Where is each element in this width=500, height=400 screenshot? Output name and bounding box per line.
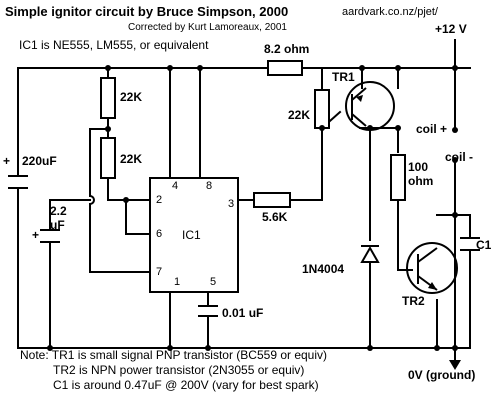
label-22k-bottom: 22K xyxy=(120,152,143,166)
pin-1-label: 1 xyxy=(174,276,181,288)
label-2-2-value: 2.2 xyxy=(50,204,67,218)
tr2-emitter-arrow xyxy=(428,282,437,290)
transistor-tr2 xyxy=(406,242,458,294)
note-line-3: C1 is around 0.47uF @ 200V (vary for bes… xyxy=(53,378,319,392)
pin-2-label: 2 xyxy=(156,194,163,206)
junction-dot xyxy=(47,345,53,351)
junction-dot xyxy=(452,345,458,351)
resistor-22k-bottom xyxy=(100,137,116,179)
ic-note: IC1 is NE555, LM555, or equivalent xyxy=(19,38,209,52)
junction-dot xyxy=(105,126,111,132)
junction-dot xyxy=(123,197,129,203)
label-5-6k: 5.6K xyxy=(262,210,288,224)
source-url: aardvark.co.nz/pjet/ xyxy=(342,6,438,18)
resistor-8-2-ohm xyxy=(267,60,303,76)
label-220uf: 220uF xyxy=(22,154,57,168)
junction-dot xyxy=(167,345,173,351)
junction-dot xyxy=(367,125,373,131)
pin-4-label: 4 xyxy=(172,180,179,192)
label-tr1: TR1 xyxy=(332,70,355,84)
resistor-100-ohm xyxy=(390,154,406,201)
label-1n4004: 1N4004 xyxy=(302,262,345,276)
junction-dot xyxy=(197,65,203,71)
resistor-22k-tr1 xyxy=(314,89,330,129)
polarity-plus-2-2uf: + xyxy=(32,228,40,242)
coil-minus-terminal xyxy=(452,157,458,163)
label-ohm: ohm xyxy=(408,174,434,188)
junction-dot xyxy=(395,65,401,71)
junction-dot xyxy=(359,65,365,71)
junction-dot xyxy=(205,345,211,351)
label-22k-tr1: 22K xyxy=(288,108,311,122)
label-8-2-ohm: 8.2 ohm xyxy=(264,42,310,56)
ic1-label: IC1 xyxy=(182,228,201,242)
note-line-2: TR2 is NPN power transistor (2N3055 or e… xyxy=(53,363,305,377)
label-tr2: TR2 xyxy=(402,294,425,308)
tr2-collector-leg xyxy=(417,247,438,263)
correction-credit: Corrected by Kurt Lamoreaux, 2001 xyxy=(128,22,287,33)
ic1-chip xyxy=(149,177,239,293)
pin-8-label: 8 xyxy=(206,180,213,192)
supply-label: +12 V xyxy=(435,22,467,36)
pin-5-label: 5 xyxy=(210,276,217,288)
junction-dot xyxy=(395,125,401,131)
transistor-tr1 xyxy=(345,81,395,131)
label-coil-minus: coil - xyxy=(445,150,474,164)
junction-dot xyxy=(167,65,173,71)
tr1-collector-leg xyxy=(351,113,367,127)
note-line-1: Note: TR1 is small signal PNP transistor… xyxy=(20,348,328,362)
junction-dot xyxy=(452,212,458,218)
label-22k-top: 22K xyxy=(120,90,143,104)
diagram-title: Simple ignitor circuit by Bruce Simpson,… xyxy=(5,4,289,19)
diode-body xyxy=(360,245,380,263)
junction-dot xyxy=(105,65,111,71)
ground-arrow xyxy=(449,360,461,370)
coil-plus-terminal xyxy=(452,127,458,133)
polarity-plus-220uf: + xyxy=(3,154,11,168)
label-100: 100 xyxy=(408,160,429,174)
resistor-22k-top xyxy=(100,77,116,119)
pin-3-label: 3 xyxy=(228,198,235,210)
tr1-emitter-arrow xyxy=(356,95,363,102)
label-0-01uf: 0.01 uF xyxy=(222,306,264,320)
junction-dot xyxy=(452,65,458,71)
resistor-5-6k xyxy=(253,192,291,208)
label-ground: 0V (ground) xyxy=(408,368,476,382)
junction-dot xyxy=(367,345,373,351)
wire-crossover xyxy=(88,194,95,206)
junction-dot xyxy=(434,345,440,351)
label-2-2-unit: uF xyxy=(50,218,65,232)
label-coil-plus: coil + xyxy=(416,122,448,136)
label-c1: C1 xyxy=(476,238,492,252)
tr1-emitter-leg xyxy=(351,87,367,101)
pin-7-label: 7 xyxy=(156,266,163,278)
pin-6-label: 6 xyxy=(156,228,163,240)
junction-dot xyxy=(319,125,325,131)
